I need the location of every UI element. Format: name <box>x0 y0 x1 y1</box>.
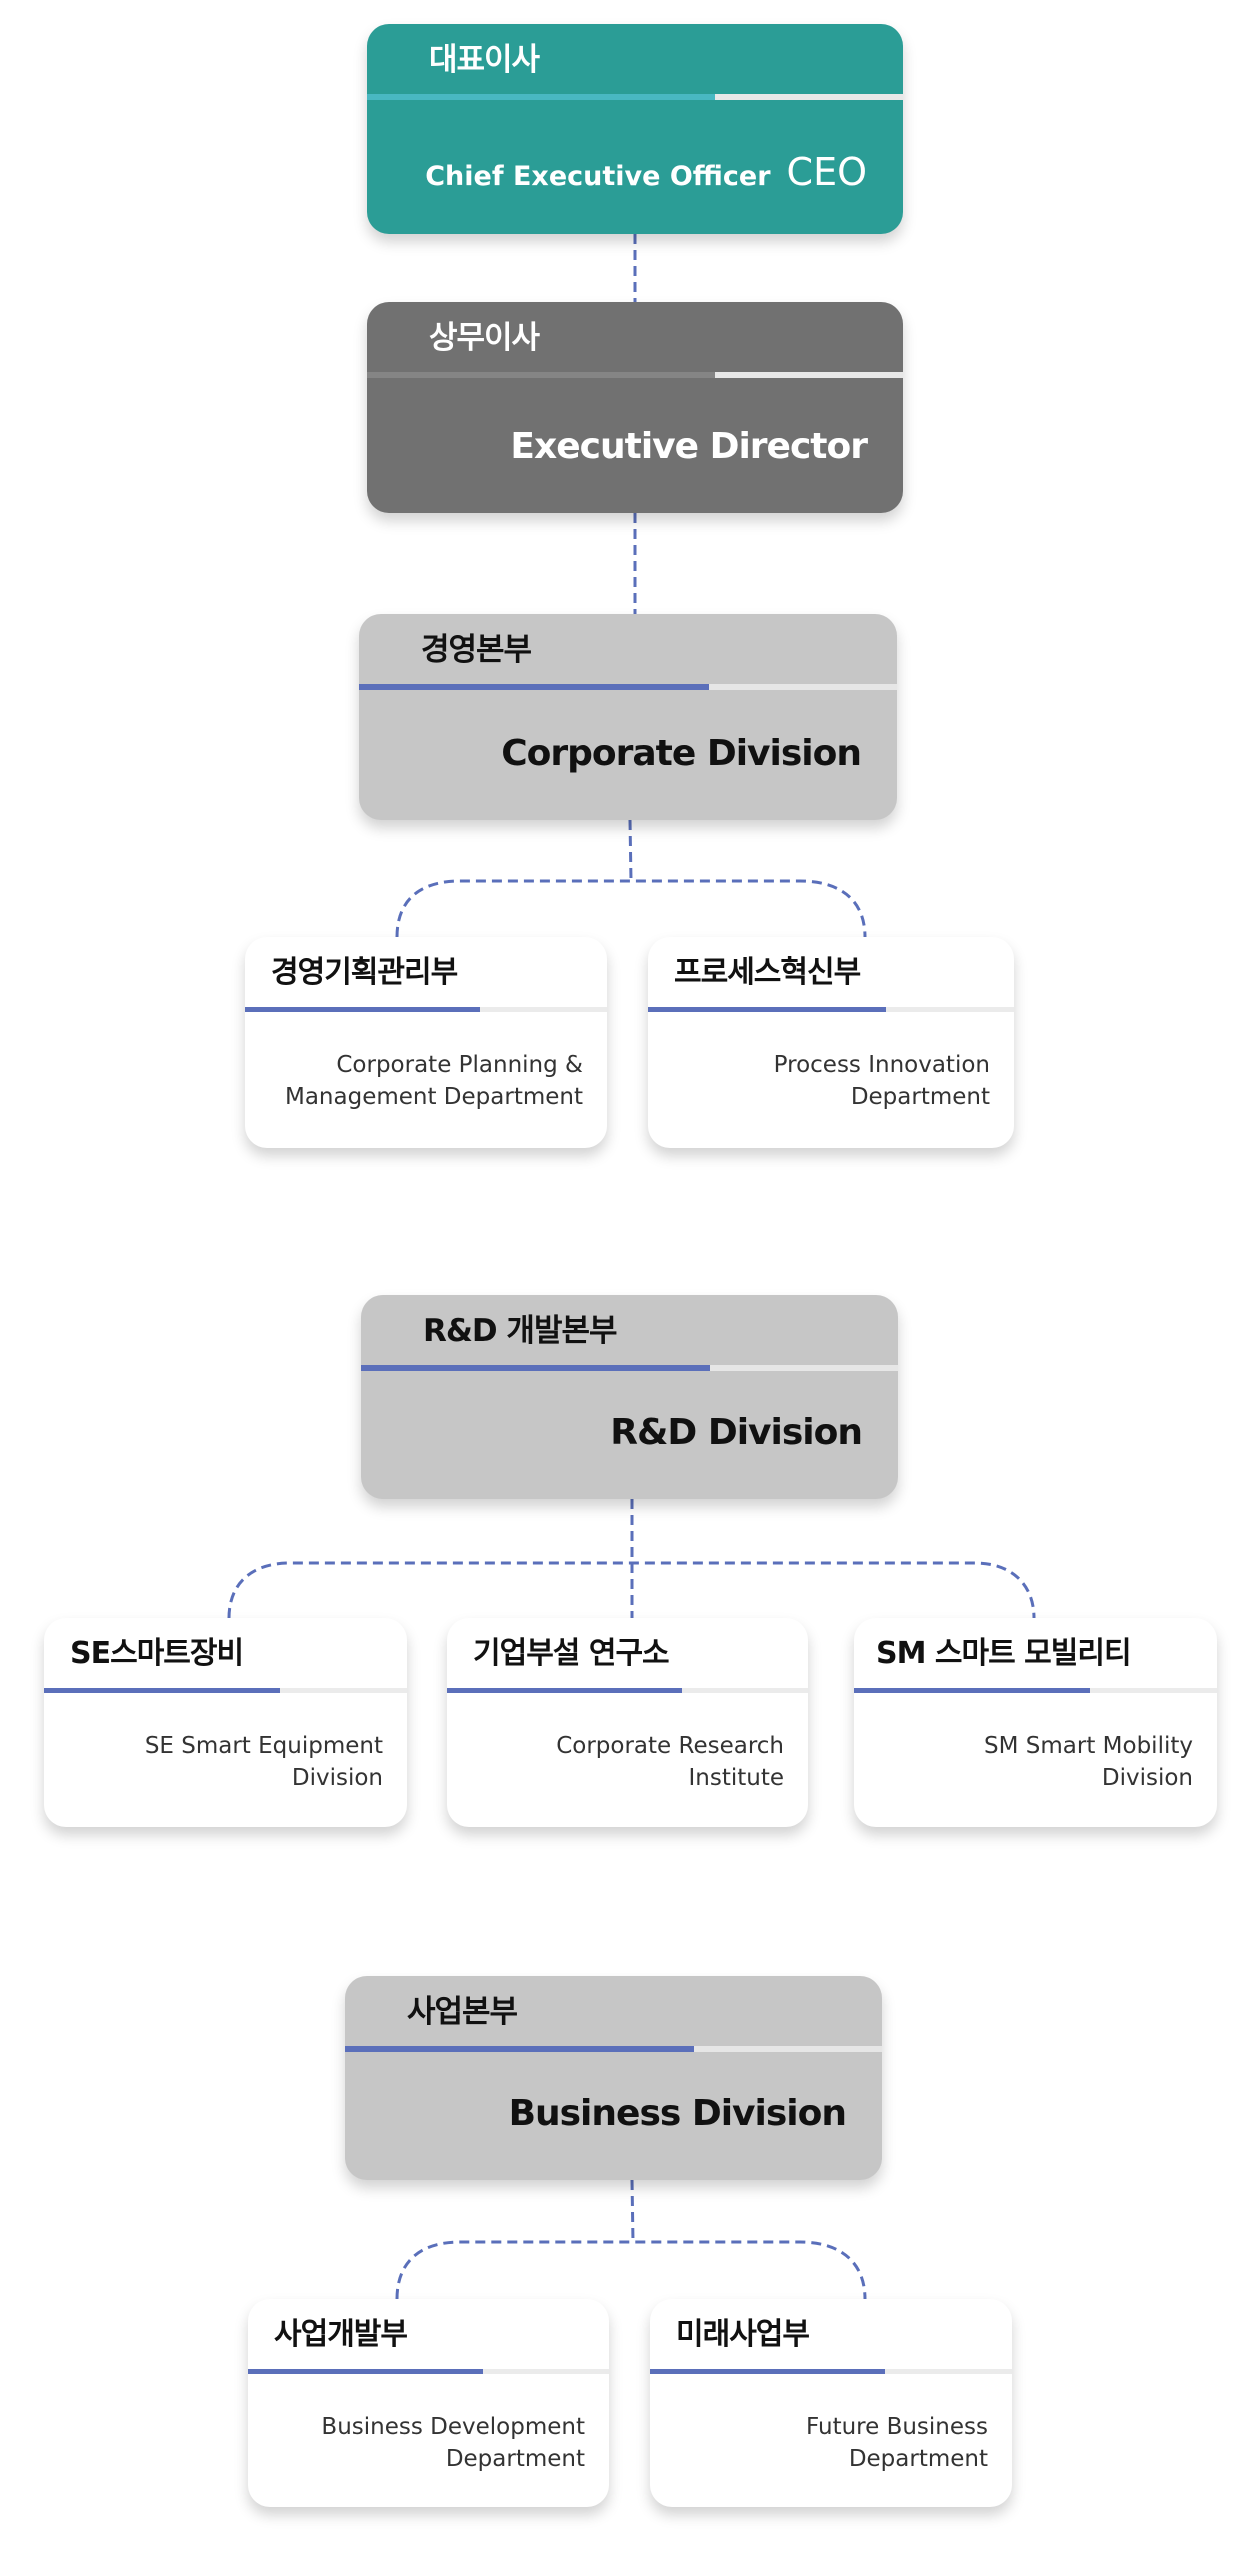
dept-subtitle-line2: Division <box>1101 1765 1193 1791</box>
ceo-abbr: CEO <box>786 150 867 194</box>
ceo-box: 대표이사 Chief Executive Officer CEO <box>367 24 903 234</box>
connector-business-departments <box>395 2179 867 2300</box>
business-title: 사업본부 <box>407 1994 518 2030</box>
divider <box>248 2369 609 2374</box>
dept-subtitle-line1: SM Smart Mobility <box>984 1733 1193 1759</box>
divider <box>44 1688 407 1693</box>
divider <box>367 94 903 100</box>
dept-subtitle-line1: Corporate Planning & <box>336 1052 583 1078</box>
ceo-title: 대표이사 <box>429 42 540 78</box>
dept-subtitle-line1: Future Business <box>806 2414 988 2440</box>
rnd-title: R&D 개발본부 <box>423 1313 618 1349</box>
executive-subtitle: Executive Director <box>510 426 868 467</box>
connector-rnd-departments <box>227 1499 1036 1619</box>
connector-corporate-departments <box>395 819 867 938</box>
dept-subtitle-line2: Department <box>445 2446 585 2472</box>
corporate-subtitle: Corporate Division <box>501 733 862 774</box>
dept-title: 사업개발부 <box>274 2317 408 2352</box>
executive-director-box: 상무이사 Executive Director <box>367 302 903 513</box>
dept-subtitle-line2: Management Department <box>284 1084 583 1110</box>
business-division-box: 사업본부 Business Division <box>345 1976 882 2180</box>
dept-subtitle-line2: Division <box>291 1765 383 1791</box>
dept-title: 경영기획관리부 <box>271 955 458 990</box>
divider <box>359 684 897 690</box>
dept-subtitle-line2: Institute <box>688 1765 784 1791</box>
business-subtitle: Business Division <box>508 2093 847 2134</box>
dept-subtitle-line1: SE Smart Equipment <box>144 1733 383 1759</box>
dept-title: SM 스마트 모빌리티 <box>876 1636 1132 1671</box>
divider <box>367 372 903 378</box>
dept-corporate-planning: 경영기획관리부 Corporate Planning & Management D… <box>245 937 607 1148</box>
divider <box>361 1365 898 1371</box>
dept-title: 미래사업부 <box>676 2317 810 2352</box>
divider <box>648 1007 1014 1012</box>
ceo-subtitle-text: Chief Executive Officer <box>425 161 771 192</box>
dept-subtitle-line1: Business Development <box>321 2414 585 2440</box>
dept-title: 기업부설 연구소 <box>473 1636 670 1671</box>
rnd-division-box: R&D 개발본부 R&D Division <box>361 1295 898 1499</box>
dept-subtitle-line1: Corporate Research <box>556 1733 784 1759</box>
divider <box>345 2046 882 2052</box>
divider <box>447 1688 808 1693</box>
dept-title: SE스마트장비 <box>70 1636 244 1671</box>
dept-subtitle-line2: Department <box>850 1084 990 1110</box>
corporate-division-box: 경영본부 Corporate Division <box>359 614 897 820</box>
divider <box>650 2369 1012 2374</box>
divider <box>245 1007 607 1012</box>
dept-subtitle-line1: Process Innovation <box>773 1052 990 1078</box>
dept-subtitle-line2: Department <box>848 2446 988 2472</box>
dept-subtitle: Corporate Planning & Management Departmen… <box>285 1049 583 1113</box>
corporate-title: 경영본부 <box>421 632 532 668</box>
executive-title: 상무이사 <box>429 320 540 356</box>
divider <box>854 1688 1217 1693</box>
dept-title: 프로세스혁신부 <box>674 955 861 990</box>
ceo-subtitle: Chief Executive Officer CEO <box>425 150 867 194</box>
rnd-subtitle: R&D Division <box>610 1412 863 1453</box>
